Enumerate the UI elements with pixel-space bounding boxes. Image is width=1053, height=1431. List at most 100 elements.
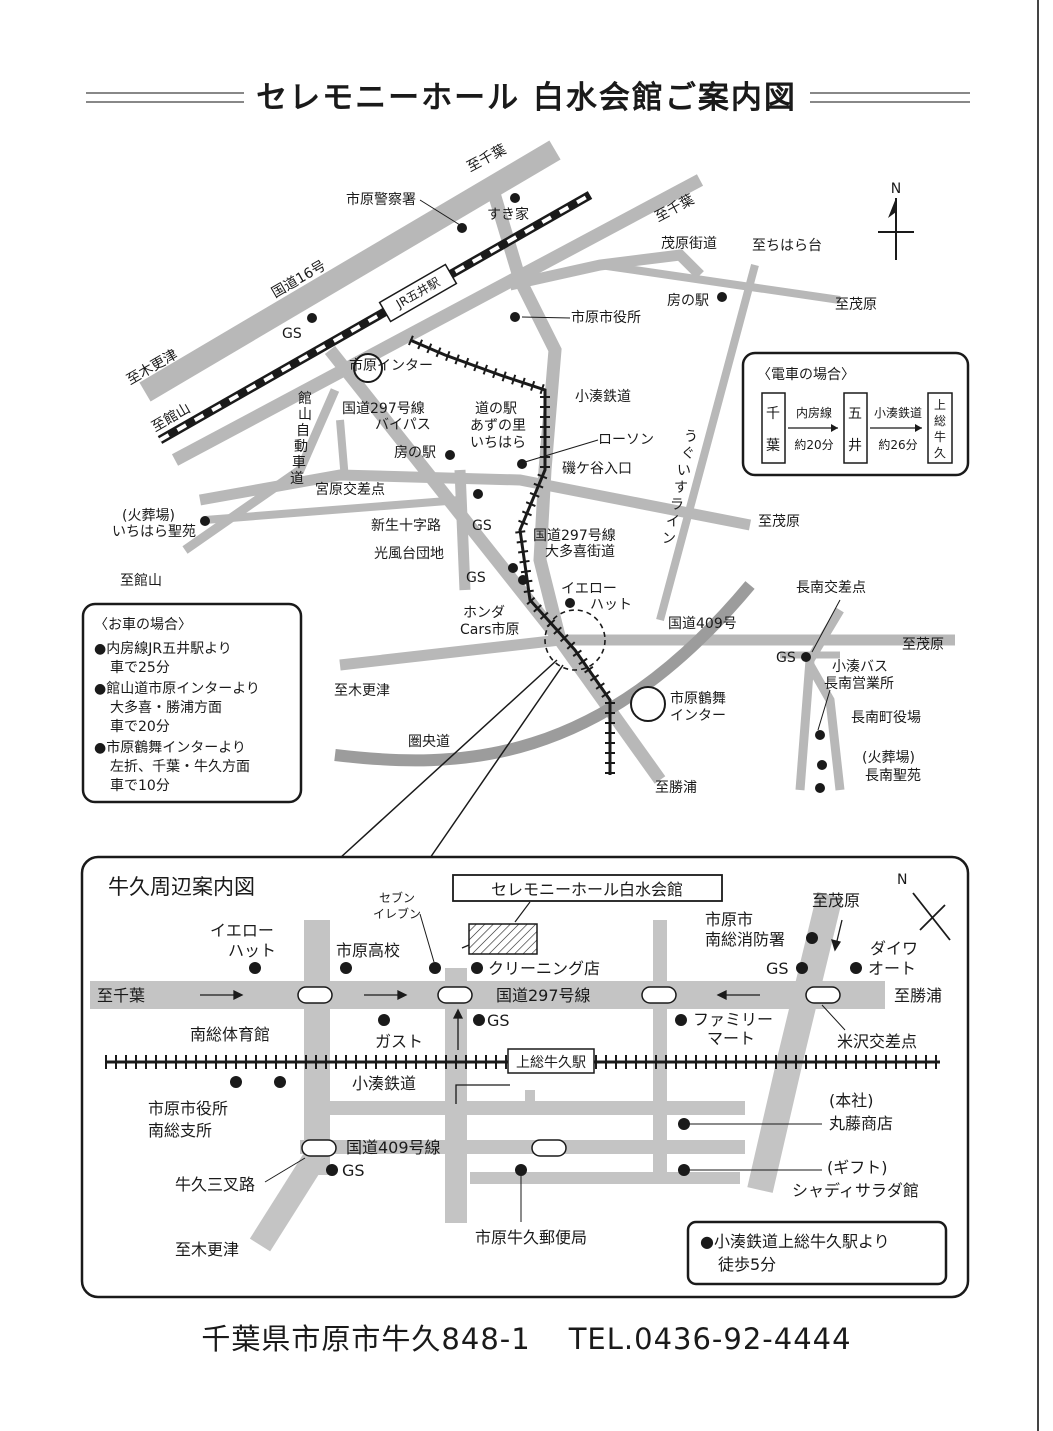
- signal-6: [531, 1139, 567, 1157]
- poi-michinoeki: [517, 459, 527, 469]
- tsurumai-ic-marker: [630, 686, 666, 722]
- train-time2: 約26分: [878, 437, 917, 452]
- arrow-5-head: [452, 1008, 464, 1019]
- label-tateyama-exp-3: 自: [296, 423, 310, 439]
- inset-arrows: [200, 919, 843, 1104]
- label-to-kisarazu-2: 至木更津: [334, 683, 390, 699]
- callout-line-right: [429, 664, 564, 859]
- leader-bus: [817, 689, 831, 731]
- label-city-hall: 市原市役所: [571, 309, 641, 326]
- label-michinoeki-1: 道の駅: [475, 401, 517, 417]
- label-uguisu-6: イ: [666, 514, 680, 530]
- road-tateyama-exp: [182, 388, 340, 554]
- car-line-2: ●館山道市原インターより: [94, 680, 260, 697]
- train-line2: 小湊鉄道: [874, 405, 922, 420]
- label-tateyama-exp-1: 館: [298, 390, 312, 407]
- inset-label-gs-1: GS: [766, 959, 789, 978]
- inset-label-daiwa-2: オート: [868, 959, 916, 978]
- signal-4: [805, 986, 841, 1004]
- poi-police: [457, 223, 467, 233]
- poi-gs-1: [307, 313, 317, 323]
- inset-compass-ns: [912, 892, 951, 941]
- inset-label-seven-1: セブン: [379, 890, 415, 905]
- inset-station-box: [507, 1048, 595, 1074]
- inset-poi-yellow: [249, 962, 261, 974]
- car-box-frame: [81, 602, 303, 804]
- label-uguisu-4: す: [674, 480, 688, 496]
- inset-signals: [297, 986, 841, 1157]
- label-gs-2: GS: [472, 518, 492, 534]
- inset-label-honsha: (本社): [829, 1091, 874, 1110]
- car-line-7: 車で10分: [110, 777, 170, 794]
- inset-label-to-chiba: 至千葉: [97, 986, 145, 1005]
- inset-label-branch-2: 南総支所: [148, 1121, 212, 1140]
- inset-leader-sansaro: [264, 1157, 306, 1183]
- jr-goi-station-box: [378, 263, 458, 323]
- inset-road-v3: [653, 920, 667, 1175]
- label-tateyama-exp-5: 車: [292, 454, 306, 471]
- ichihara-ic-marker: [353, 353, 383, 383]
- inset-label-familymart-2: マート: [707, 1029, 755, 1048]
- inset-title: 牛久周辺案内図: [108, 875, 255, 899]
- label-297-bypass-2: バイパス: [375, 417, 431, 433]
- label-chonan-cross: 長南交差点: [796, 579, 866, 596]
- car-line-3: 大多喜・勝浦方面: [110, 699, 222, 716]
- inset-label-to-mobara: 至茂原: [812, 891, 860, 910]
- inset-label-route297: 国道297号線: [496, 986, 591, 1005]
- train-st3-a: 上: [934, 398, 946, 412]
- arrow-2-head: [397, 989, 408, 1001]
- label-michinoeki-3: いちはら: [470, 435, 526, 451]
- label-shinsei: 新生十字路: [371, 518, 441, 534]
- road-mobara-kaido: [508, 249, 704, 291]
- label-ken-o: 圏央道: [408, 734, 450, 750]
- compass-n-label: N: [891, 181, 901, 197]
- label-fusa-eki-2: 房の駅: [394, 445, 436, 461]
- jr-rail-dash: [159, 193, 591, 442]
- inset-label-to-kisarazu: 至木更津: [175, 1240, 239, 1259]
- road-to-kisarazu-2: [339, 634, 561, 671]
- label-crematorium-2: いちはら聖苑: [112, 524, 196, 540]
- inset-road-to-kisarazu: [249, 1143, 331, 1252]
- inset-road-h2: [330, 1101, 745, 1115]
- arrow-4-head: [831, 939, 842, 952]
- inset-poi-gym: [274, 1076, 286, 1088]
- poi-city-hall: [510, 312, 520, 322]
- page-edge-line: [1037, 0, 1039, 1431]
- leader-lawson: [524, 439, 599, 463]
- signal-1: [297, 986, 333, 1004]
- signal-5: [301, 1139, 337, 1157]
- label-uguisu-7: ン: [662, 531, 676, 547]
- inset-map: 牛久周辺案内図 上総牛久駅: [80, 855, 970, 1299]
- inset-label-shady: シャディサラダ館: [792, 1181, 919, 1200]
- train-st2-a: 五: [848, 406, 862, 422]
- road-297-otaki: [483, 178, 567, 642]
- inset-label-yonezawa: 米沢交差点: [837, 1032, 917, 1051]
- inset-label-gift: (ギフト): [827, 1158, 888, 1177]
- inset-poi-gs-2: [473, 1014, 485, 1026]
- inset-label-gusto: ガスト: [375, 1032, 423, 1051]
- train-st1-a: 千: [766, 406, 780, 422]
- road-297-bypass: [324, 345, 566, 645]
- poi-michinoeki-2: [473, 489, 483, 499]
- train-st1-box: [761, 392, 786, 464]
- title-rule-left: [86, 92, 246, 103]
- venue-building: [468, 923, 538, 955]
- label-uguisu-2: ぐ: [681, 446, 695, 462]
- label-fusa-eki-1: 房の駅: [667, 293, 709, 309]
- poi-fusa-eki-2: [445, 450, 455, 460]
- label-uguisu-1: う: [684, 429, 698, 445]
- inset-label-kominato: 小湊鉄道: [352, 1074, 416, 1093]
- main-compass: N: [878, 181, 914, 260]
- train-box: 〈電車の場合〉 千 葉 五 井 上 総 牛 久 内房線 約20分 小湊鉄道 約2…: [741, 351, 970, 477]
- inset-compass-n: N: [897, 872, 907, 888]
- label-honda-2: Cars市原: [460, 621, 519, 638]
- label-uguisu-3: い: [677, 463, 691, 479]
- label-tsurumai-ic-1: 市原鶴舞: [670, 690, 726, 707]
- label-to-katsuura: 至勝浦: [655, 780, 697, 796]
- kominato-railway: [408, 335, 615, 775]
- label-to-chiharadai: 至ちはら台: [752, 238, 822, 254]
- label-isogaya: 磯ケ谷入口: [562, 461, 632, 477]
- label-kominato-rail: 小湊鉄道: [575, 388, 631, 405]
- train-st2-b: 井: [848, 438, 862, 454]
